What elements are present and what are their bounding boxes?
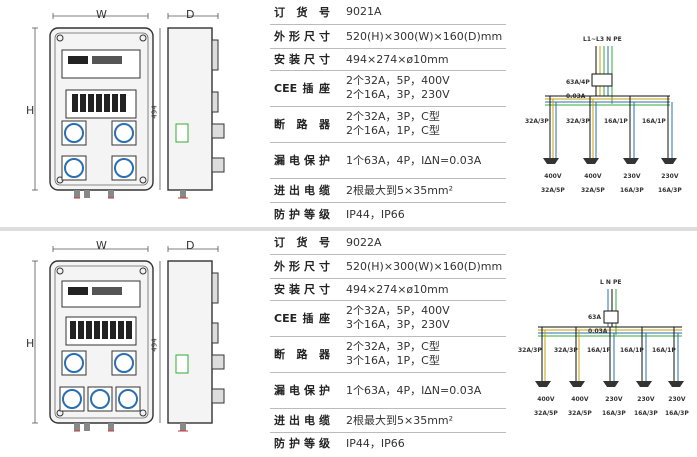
height-label: H	[26, 337, 35, 350]
breaker-label: 32A/3P	[525, 118, 549, 125]
breaker-label: 16A/1P	[642, 118, 666, 125]
breaker-label: 32A/3P	[518, 347, 542, 354]
breaker-label: 32A/3P	[566, 118, 590, 125]
front-view-drawing	[32, 246, 154, 432]
supply-label: L1~L3 N PE	[583, 36, 622, 43]
breaker-label: 16A/1P	[604, 118, 628, 125]
supply-label: L N PE	[600, 279, 622, 286]
width-label: W	[96, 8, 107, 21]
depth-dim-label: 494	[150, 105, 159, 119]
side-view-drawing	[159, 246, 225, 432]
drawings	[32, 246, 684, 432]
side-view-drawing	[159, 13, 225, 199]
width-label: W	[96, 239, 107, 252]
breaker-label: 16A/1P	[652, 347, 676, 354]
depth-dim-label: 494	[150, 338, 159, 352]
wiring-diagram-9021A	[543, 46, 677, 164]
depth-label: D	[186, 8, 195, 21]
drawings	[32, 13, 677, 199]
height-label: H	[26, 104, 35, 117]
breaker-label: 16A/1P	[587, 347, 611, 354]
front-view-drawing	[32, 13, 154, 199]
breaker-label: 32A/3P	[554, 347, 578, 354]
depth-label: D	[186, 239, 195, 252]
breaker-label: 16A/1P	[620, 347, 644, 354]
wiring-diagram-9022A	[535, 289, 684, 387]
section-divider	[0, 227, 697, 231]
